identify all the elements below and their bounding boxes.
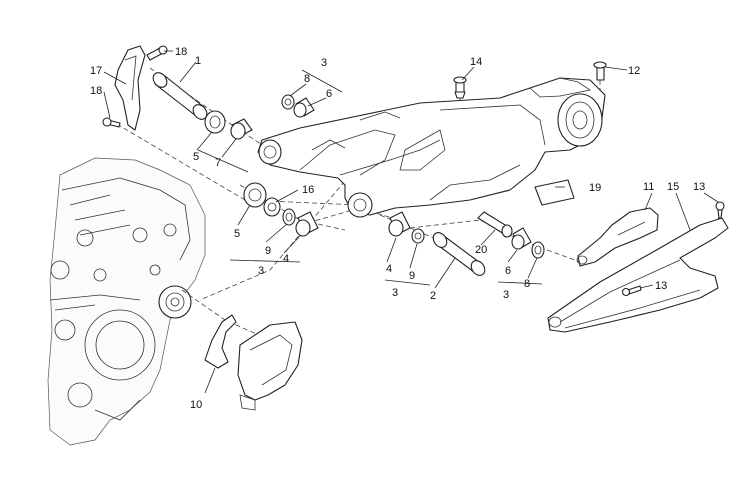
label-9-left: 9 bbox=[265, 245, 271, 257]
screw-18-left bbox=[102, 117, 121, 128]
screw-13-lower bbox=[621, 285, 642, 297]
callout-labels: 1 18 17 18 5 7 3 8 6 14 12 13 11 15 19 1… bbox=[90, 46, 705, 411]
washer-8-upper bbox=[281, 94, 295, 110]
engine-block bbox=[47, 157, 206, 446]
label-9-right: 9 bbox=[409, 270, 415, 282]
label-15: 15 bbox=[667, 181, 679, 193]
label-18-left: 18 bbox=[90, 85, 102, 97]
label-14: 14 bbox=[470, 56, 482, 68]
label-4-right: 4 bbox=[386, 263, 392, 275]
label-11: 11 bbox=[643, 181, 654, 193]
seal-16 bbox=[263, 197, 281, 217]
label-3-top: 3 bbox=[321, 57, 327, 69]
label-4-left: 4 bbox=[283, 253, 289, 265]
label-3-mid: 3 bbox=[392, 287, 398, 299]
sprocket-cover bbox=[237, 321, 303, 411]
label-3-right: 3 bbox=[503, 289, 509, 301]
label-16: 16 bbox=[302, 184, 314, 196]
label-2: 2 bbox=[430, 290, 436, 302]
pivot-pin-1 bbox=[152, 72, 208, 120]
group-brackets bbox=[197, 69, 543, 286]
label-18-top: 18 bbox=[175, 46, 187, 58]
label-20: 20 bbox=[475, 244, 487, 256]
bearing-5-lower bbox=[243, 182, 267, 208]
swingarm bbox=[257, 77, 606, 218]
label-6-top: 6 bbox=[326, 88, 332, 100]
label-plate-19 bbox=[534, 179, 575, 206]
chain-slider-15 bbox=[547, 217, 729, 333]
leader-lines bbox=[103, 50, 719, 394]
label-8-right: 8 bbox=[524, 278, 530, 290]
spacer-20 bbox=[477, 211, 513, 238]
washer-9-left bbox=[282, 208, 296, 226]
engine-sprocket bbox=[158, 285, 192, 319]
screw-18-top bbox=[146, 45, 168, 61]
bushing-6-right bbox=[511, 227, 532, 250]
screw-12 bbox=[593, 61, 607, 81]
bearing-5-upper bbox=[204, 110, 226, 134]
screw-13-top bbox=[715, 201, 725, 219]
washer-8-right bbox=[531, 241, 545, 259]
chain-guard-11 bbox=[576, 207, 659, 267]
pin-2 bbox=[432, 232, 486, 276]
spacer-7 bbox=[230, 118, 253, 140]
bushing-6-upper bbox=[293, 97, 315, 118]
label-7: 7 bbox=[215, 157, 221, 169]
cover-17 bbox=[114, 45, 146, 131]
label-19: 19 bbox=[589, 182, 601, 194]
label-13-lower: 13 bbox=[655, 280, 667, 292]
bushing-4-left bbox=[295, 211, 319, 237]
label-1: 1 bbox=[195, 55, 201, 67]
label-3-left: 3 bbox=[258, 265, 264, 277]
screw-14 bbox=[453, 76, 467, 99]
label-5-upper: 5 bbox=[193, 151, 199, 163]
label-6-right: 6 bbox=[505, 265, 511, 277]
bushing-4-right bbox=[388, 211, 411, 237]
label-13-top: 13 bbox=[693, 181, 705, 193]
gasket-10 bbox=[204, 314, 237, 369]
washer-9-right bbox=[411, 228, 425, 244]
label-17: 17 bbox=[90, 65, 102, 77]
label-12: 12 bbox=[628, 65, 640, 77]
label-5-lower: 5 bbox=[234, 228, 240, 240]
label-10: 10 bbox=[190, 399, 202, 411]
label-8-top: 8 bbox=[304, 73, 310, 85]
